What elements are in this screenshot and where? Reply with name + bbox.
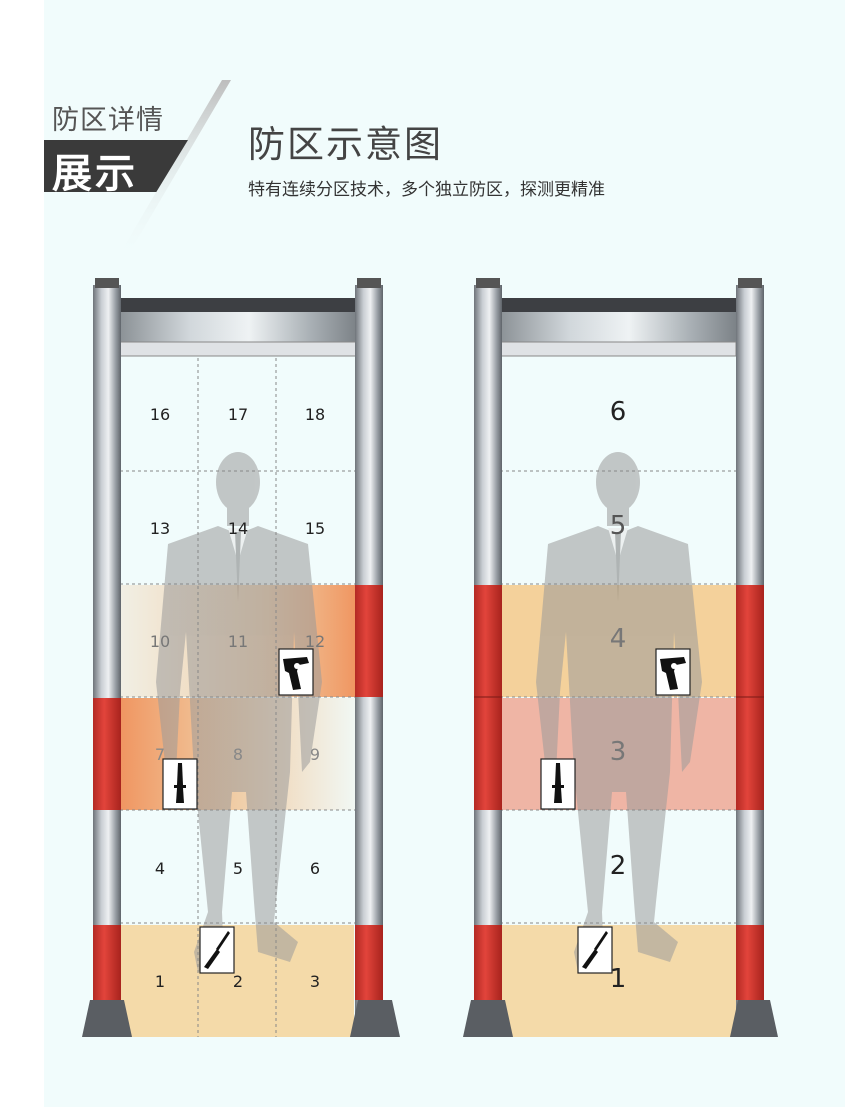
zone-label-11: 11	[228, 632, 248, 651]
screwdriver-icon	[577, 926, 613, 974]
top-beam	[98, 298, 380, 312]
zone-label-3: 3	[310, 972, 320, 991]
zone-label-1: 1	[610, 964, 627, 994]
alarm-light-right-bottom	[736, 925, 764, 1000]
zone-label-13: 13	[150, 519, 170, 538]
page-title: 防区示意图	[248, 124, 443, 165]
zone-highlight-1	[500, 925, 736, 1037]
gate-right: 6 5 4 3 2 1	[463, 278, 778, 1037]
zone-label-18: 18	[305, 405, 325, 424]
gate-left: 16 17 18 13 14 15 10 11 12 7 8 9 4 5 6 1…	[82, 278, 400, 1037]
section-tag-small: 防区详情	[52, 105, 164, 135]
zone-label-8: 8	[233, 745, 243, 764]
foot-right	[350, 1000, 400, 1037]
zone-label-5: 5	[233, 859, 243, 878]
revolver-icon	[655, 648, 691, 696]
foot-left	[463, 1000, 513, 1037]
zone-label-9: 9	[310, 745, 320, 764]
zone-label-3: 3	[610, 737, 627, 767]
zone-label-7: 7	[155, 745, 165, 764]
zone-label-2: 2	[233, 972, 243, 991]
revolver-icon	[278, 648, 314, 696]
zone-label-10: 10	[150, 632, 170, 651]
zone-label-4: 4	[155, 859, 165, 878]
foot-right	[730, 1000, 778, 1037]
alarm-light-left-row3	[93, 698, 121, 810]
knife-icon	[540, 758, 576, 810]
zone-label-15: 15	[305, 519, 325, 538]
zone-label-6: 6	[310, 859, 320, 878]
zone-label-16: 16	[150, 405, 170, 424]
zone-label-2: 2	[610, 851, 627, 881]
section-tag-big: 展示	[52, 152, 138, 196]
zone-grid	[120, 358, 356, 1037]
zone-label-5: 5	[610, 511, 627, 541]
zone-label-17: 17	[228, 405, 248, 424]
alarm-light-right-row4	[355, 585, 383, 697]
zone-label-14: 14	[228, 519, 248, 538]
page-subtitle: 特有连续分区技术，多个独立防区，探测更精准	[248, 180, 605, 199]
pillar-left	[93, 285, 121, 1027]
knife-icon	[162, 758, 198, 810]
zone-highlight-bottom	[120, 925, 354, 1037]
screwdriver-icon	[199, 926, 235, 974]
foot-left	[82, 1000, 132, 1037]
alarm-light-right-bottom	[355, 925, 383, 1000]
zone-label-4: 4	[610, 624, 627, 654]
top-beam	[478, 298, 760, 312]
alarm-light-left-bottom	[93, 925, 121, 1000]
zone-label-6: 6	[610, 397, 627, 427]
alarm-light-left-bottom	[474, 925, 502, 1000]
zone-label-12: 12	[305, 632, 325, 651]
zone-label-1: 1	[155, 972, 165, 991]
